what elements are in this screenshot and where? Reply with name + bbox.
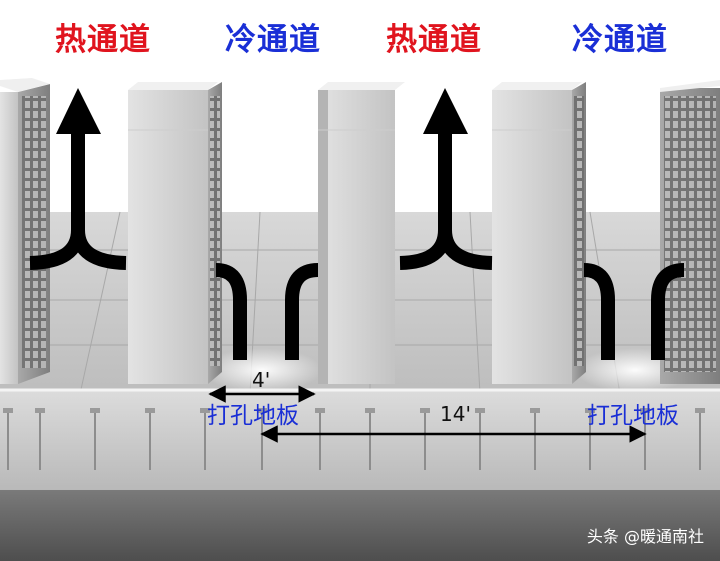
server-rack-row-3 <box>318 82 405 384</box>
perforated-floor-label-1: 打孔地板 <box>207 403 299 429</box>
hot-air-arrow-1 <box>29 130 127 270</box>
cold-air-flow-2 <box>583 263 685 360</box>
perforated-floor-label-2: 打孔地板 <box>587 403 679 429</box>
hot-aisle-label-2: 热通道 <box>386 22 482 58</box>
cold-air-flow-1 <box>215 263 319 360</box>
dimension-label-small: 4' <box>252 368 271 392</box>
server-rack-row-4 <box>492 82 586 384</box>
server-rack-row-5 <box>660 80 720 384</box>
concrete-slab <box>0 490 720 561</box>
server-rack-row-2 <box>128 82 222 384</box>
hot-air-arrowhead-2 <box>423 88 468 134</box>
cold-aisle-label-1: 冷通道 <box>225 22 321 58</box>
hot-air-arrow-2 <box>399 130 493 270</box>
hot-air-arrowhead-1 <box>56 88 101 134</box>
cold-aisle-label-2: 冷通道 <box>572 22 668 58</box>
dimension-label-large: 14' <box>440 402 471 426</box>
hot-aisle-label-1: 热通道 <box>55 22 151 58</box>
server-rack-row-1 <box>0 78 50 384</box>
source-watermark: 头条 @暖通南社 <box>586 527 704 546</box>
